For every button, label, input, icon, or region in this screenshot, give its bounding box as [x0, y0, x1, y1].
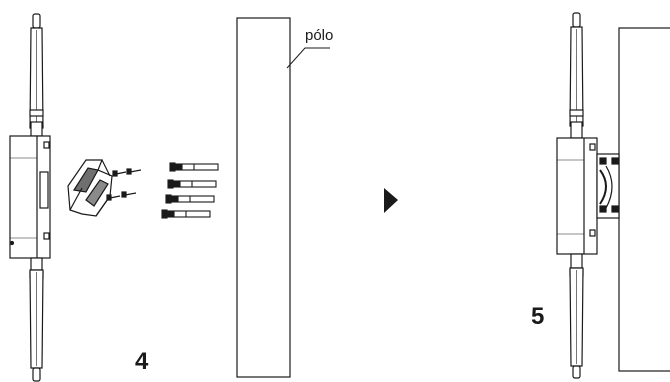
- enclosure-right: [556, 137, 598, 255]
- screw: [112, 170, 127, 177]
- pole-label-leader: [286, 47, 330, 69]
- anchor-bolt: [161, 209, 211, 219]
- screws: [106, 168, 142, 201]
- arrow-right-icon: [384, 188, 398, 213]
- pole-left: [236, 17, 291, 378]
- lower-antenna-left: [29, 257, 44, 382]
- lower-antenna-right: [569, 253, 584, 379]
- anchor-bolt: [167, 179, 217, 189]
- anchor-bolts: [161, 162, 219, 219]
- screw: [106, 194, 121, 201]
- pole-right: [618, 27, 670, 372]
- step-number-5: 5: [531, 303, 545, 330]
- screw: [126, 168, 142, 175]
- enclosure-left: [9, 135, 51, 259]
- antenna-unit-right: [556, 12, 598, 379]
- antenna-unit-left: [9, 13, 51, 382]
- anchor-bolt: [169, 162, 219, 172]
- step-number-4: 4: [135, 348, 149, 375]
- pole-label: pólo: [305, 27, 334, 44]
- upper-antenna-left: [29, 13, 44, 137]
- mounted-bracket: [596, 153, 620, 219]
- screw: [121, 191, 137, 198]
- mounting-bracket: [67, 159, 113, 217]
- upper-antenna-right: [569, 12, 584, 139]
- anchor-bolt: [165, 194, 215, 204]
